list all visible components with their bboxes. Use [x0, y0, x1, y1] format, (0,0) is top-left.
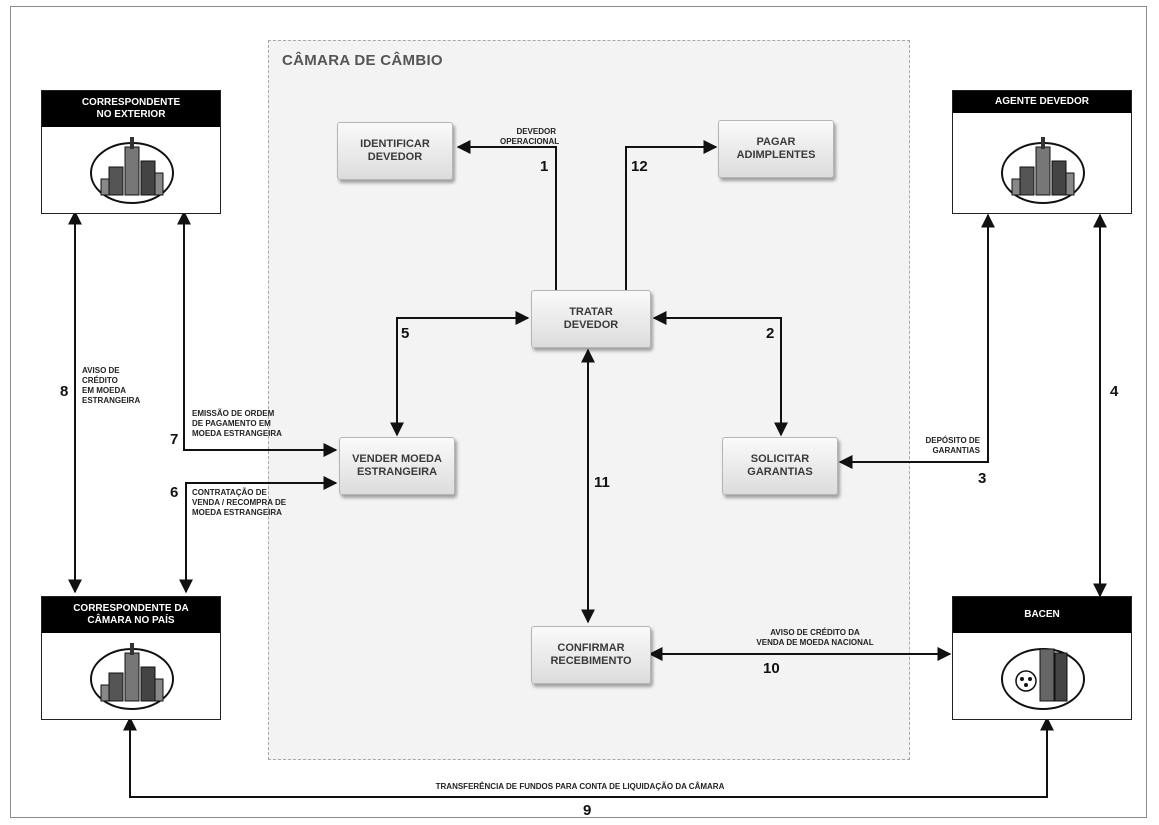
flow-number-5: 5	[401, 325, 410, 342]
process-pagar-adimplentes: PAGAR ADIMPLENTES	[718, 120, 834, 178]
label-devedor-operacional: DEVEDOR OPERACIONAL	[500, 127, 560, 146]
city-building-icon	[90, 137, 174, 204]
entity-bacen: BACEN	[952, 596, 1132, 720]
entity-correspondente-exterior: CORRESPONDENTE NO EXTERIOR	[41, 90, 221, 214]
entity-header: BACEN	[953, 597, 1131, 633]
flow-7-arrow	[177, 210, 338, 457]
flow-1-arrow	[456, 140, 557, 290]
label-deposito-garantias: DEPÓSITO DE GARANTIAS	[925, 436, 980, 455]
flow-number-11: 11	[594, 474, 610, 491]
flow-number-10: 10	[763, 660, 780, 677]
flow-5-arrow	[390, 311, 530, 437]
process-solicitar-garantias: SOLICITAR GARANTIAS	[722, 437, 838, 495]
entity-correspondente-pais: CORRESPONDENTE DA CÂMARA NO PAÍS	[41, 596, 221, 720]
label-aviso-credito-me: AVISO DE CRÉDITO EM MOEDA ESTRANGEIRA	[82, 366, 141, 405]
label-contratacao: CONTRATAÇÃO DE VENDA / RECOMPRA DE MOEDA…	[192, 488, 287, 517]
flow-2-arrow	[652, 311, 788, 437]
process-vender-moeda: VENDER MOEDA ESTRANGEIRA	[339, 437, 455, 495]
flow-number-4: 4	[1110, 383, 1119, 400]
bacen-building-icon	[1001, 648, 1085, 710]
flow-number-12: 12	[631, 158, 648, 175]
flow-12-arrow	[625, 140, 718, 290]
flow-number-9: 9	[583, 802, 592, 819]
label-aviso-credito-venda: AVISO DE CRÉDITO DA VENDA DE MOEDA NACIO…	[756, 628, 874, 647]
entity-header: CORRESPONDENTE NO EXTERIOR	[42, 91, 220, 127]
label-emissao-ordem: EMISSÃO DE ORDEM DE PAGAMENTO EM MOEDA E…	[192, 409, 282, 438]
flow-3-arrow	[838, 213, 995, 469]
flow-number-1: 1	[540, 158, 549, 175]
entity-header: CORRESPONDENTE DA CÂMARA NO PAÍS	[42, 597, 220, 633]
flow-number-2: 2	[766, 325, 775, 342]
entity-header: AGENTE DEVEDOR	[953, 91, 1131, 113]
process-identificar-devedor: IDENTIFICAR DEVEDOR	[337, 122, 453, 180]
entity-agente-devedor: AGENTE DEVEDOR	[952, 90, 1132, 214]
city-building-icon	[1001, 137, 1085, 204]
camara-title: CÂMARA DE CÂMBIO	[282, 52, 443, 69]
flow-number-3: 3	[978, 470, 987, 487]
flow-number-8: 8	[60, 383, 69, 400]
process-tratar-devedor: TRATAR DEVEDOR	[531, 290, 651, 348]
label-transferencia: TRANSFERÊNCIA DE FUNDOS PARA CONTA DE LI…	[435, 782, 725, 791]
flow-9-arrow	[123, 716, 1054, 798]
process-confirmar-recebimento: CONFIRMAR RECEBIMENTO	[531, 626, 651, 684]
flow-number-6: 6	[170, 484, 179, 501]
flow-number-7: 7	[170, 431, 179, 448]
city-building-icon	[90, 643, 174, 710]
flow-6-arrow	[179, 476, 338, 594]
